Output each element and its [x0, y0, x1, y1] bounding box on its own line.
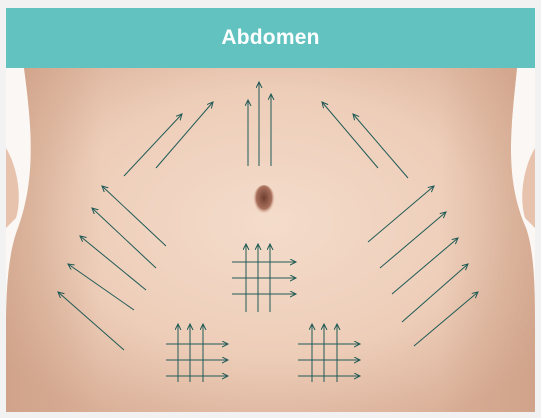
page-title: Abdomen [221, 26, 319, 50]
navel [253, 185, 275, 217]
abdomen-illustration [6, 68, 535, 412]
abdomen-photo [6, 68, 535, 412]
header-banner: Abdomen [6, 8, 535, 68]
